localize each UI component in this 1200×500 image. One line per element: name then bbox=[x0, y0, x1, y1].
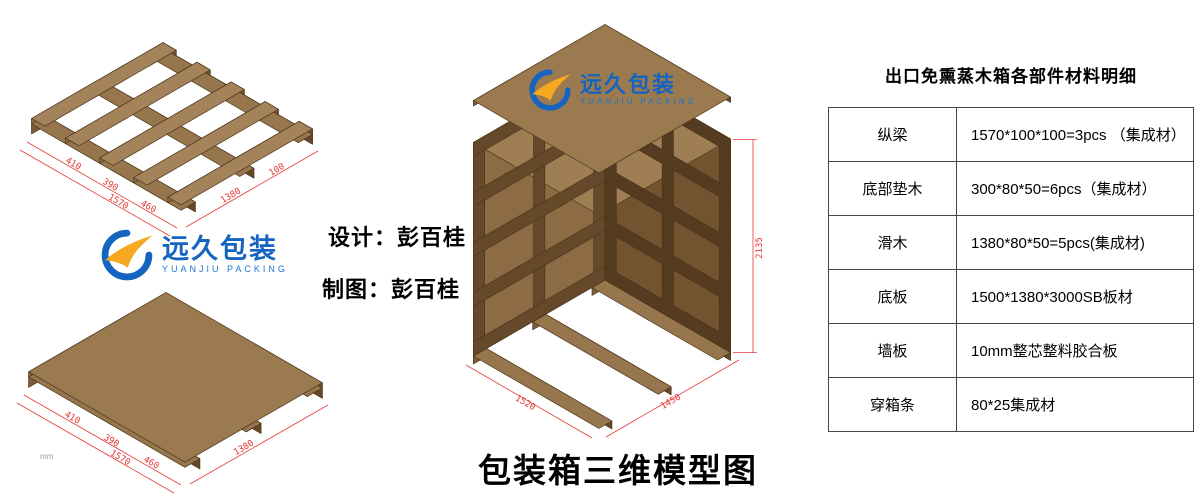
table-row: 底板 1500*1380*3000SB板材 bbox=[828, 269, 1194, 324]
spec-cell: 1380*80*50=5pcs(集成材) bbox=[956, 215, 1194, 270]
materials-table: 纵梁 1570*100*100=3pcs （集成材） 底部垫木 300*80*5… bbox=[828, 107, 1194, 432]
drafter-credit: 制图：彭百桂 bbox=[322, 277, 461, 302]
part-name-cell: 底部垫木 bbox=[828, 161, 957, 216]
dimension-label: 2135 bbox=[755, 237, 765, 259]
logo-subtitle: YUANJIU PACKING bbox=[580, 97, 697, 107]
pallet-frame-geometry bbox=[31, 42, 313, 213]
logo-subtitle: YUANJIU PACKING bbox=[162, 264, 288, 275]
dimension-label: 410 bbox=[63, 156, 82, 173]
materials-table-title: 出口免熏蒸木箱各部件材料明细 bbox=[885, 67, 1137, 86]
part-name-cell: 滑木 bbox=[828, 215, 957, 270]
yuanjiu-logo-icon bbox=[529, 69, 571, 111]
dimension-label: 100 bbox=[267, 162, 286, 179]
dimension-label: 1570 bbox=[108, 449, 132, 469]
dimension-label: 410 bbox=[62, 410, 81, 427]
pallet-deck-geometry bbox=[28, 292, 323, 470]
dimension-label: 390 bbox=[101, 433, 120, 450]
yuanjiu-logo-icon bbox=[101, 229, 153, 281]
dimension-label: 460 bbox=[138, 199, 157, 216]
table-row: 墙板 10mm整芯整料胶合板 bbox=[828, 323, 1194, 378]
spec-cell: 1500*1380*3000SB板材 bbox=[956, 269, 1194, 324]
table-row: 穿箱条 80*25集成材 bbox=[828, 377, 1194, 432]
materials-panel: 出口免熏蒸木箱各部件材料明细 纵梁 1570*100*100=3pcs （集成材… bbox=[828, 62, 1194, 432]
dimension-label: 1380 bbox=[219, 187, 243, 207]
spec-cell: 300*80*50=6pcs（集成材） bbox=[956, 161, 1194, 216]
part-name-cell: 墙板 bbox=[828, 323, 957, 378]
page-title: 包装箱三维模型图 bbox=[478, 452, 758, 489]
spec-cell: 10mm整芯整料胶合板 bbox=[956, 323, 1194, 378]
crate-drawing: 2135 1450 1520 bbox=[465, 24, 765, 439]
logo-name: 远久包装 bbox=[162, 234, 278, 265]
dimension-label: 1570 bbox=[106, 193, 130, 213]
yuanjiu-logo-on-lid: 远久包装 YUANJIU PACKING bbox=[528, 68, 697, 112]
crate-geometry bbox=[473, 24, 731, 430]
part-name-cell: 底板 bbox=[828, 269, 957, 324]
dimension-label: 1450 bbox=[659, 393, 683, 413]
spec-cell: 1570*100*100=3pcs （集成材） bbox=[956, 107, 1194, 162]
dimension-label: 390 bbox=[100, 177, 119, 194]
pallet-frame-drawing: 460 390 410 1570 1380 100 bbox=[19, 42, 319, 237]
unit-note: mm bbox=[40, 452, 54, 461]
spec-cell: 80*25集成材 bbox=[956, 377, 1194, 432]
dimension-label: 1520 bbox=[513, 394, 537, 414]
designer-credit: 设计：彭百桂 bbox=[328, 225, 467, 250]
part-name-cell: 穿箱条 bbox=[828, 377, 957, 432]
logo-name: 远久包装 bbox=[580, 72, 677, 98]
table-row: 纵梁 1570*100*100=3pcs （集成材） bbox=[828, 107, 1194, 162]
dimension-label: 460 bbox=[141, 455, 160, 472]
dimension-label: 1380 bbox=[232, 439, 256, 459]
table-row: 滑木 1380*80*50=5pcs(集成材) bbox=[828, 215, 1194, 270]
yuanjiu-logo: 远久包装 YUANJIU PACKING bbox=[100, 228, 288, 282]
table-row: 底部垫木 300*80*50=6pcs（集成材） bbox=[828, 161, 1194, 216]
part-name-cell: 纵梁 bbox=[828, 107, 957, 162]
pallet-deck-drawing: 460 390 410 1570 1380 bbox=[16, 292, 329, 494]
